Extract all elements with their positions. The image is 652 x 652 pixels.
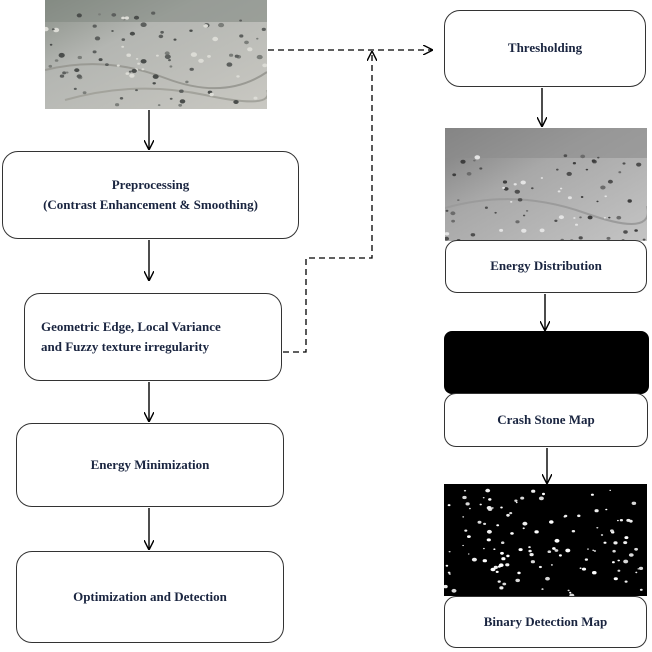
optimization-detection-box: Optimization and Detection (16, 551, 284, 643)
energy-distribution-box: Energy Distribution (445, 240, 647, 293)
preprocessing-subtitle: (Contrast Enhancement & Smoothing) (43, 197, 258, 212)
thresholding-label: Thresholding (507, 40, 583, 56)
binary-detection-image (444, 484, 647, 596)
crash-stone-map-box: Crash Stone Map (444, 393, 648, 447)
binary-detection-map-box: Binary Detection Map (444, 596, 647, 648)
energy-distribution-label: Energy Distribution (490, 258, 602, 274)
preprocessing-title: Preprocessing (111, 176, 190, 192)
binary-detection-map-label: Binary Detection Map (483, 613, 608, 629)
feature-line1: Geometric Edge, Local Variance (41, 318, 221, 334)
crash-stone-black-image (444, 331, 649, 394)
feature-extraction-box: Geometric Edge, Local Variance and Fuzzy… (24, 293, 282, 381)
feature-line2: and Fuzzy texture irregularity (41, 339, 210, 354)
dashed-features-to-junction (283, 52, 372, 353)
input-terrain-photo (45, 0, 267, 109)
energy-distribution-photo (445, 128, 647, 241)
preprocessing-box: Preprocessing (Contrast Enhancement & Sm… (2, 151, 299, 239)
optimization-detection-label: Optimization and Detection (73, 588, 227, 604)
energy-minimization-label: Energy Minimization (90, 456, 210, 472)
thresholding-box: Thresholding (444, 10, 646, 87)
crash-stone-map-label: Crash Stone Map (497, 411, 595, 427)
energy-minimization-box: Energy Minimization (16, 423, 284, 507)
